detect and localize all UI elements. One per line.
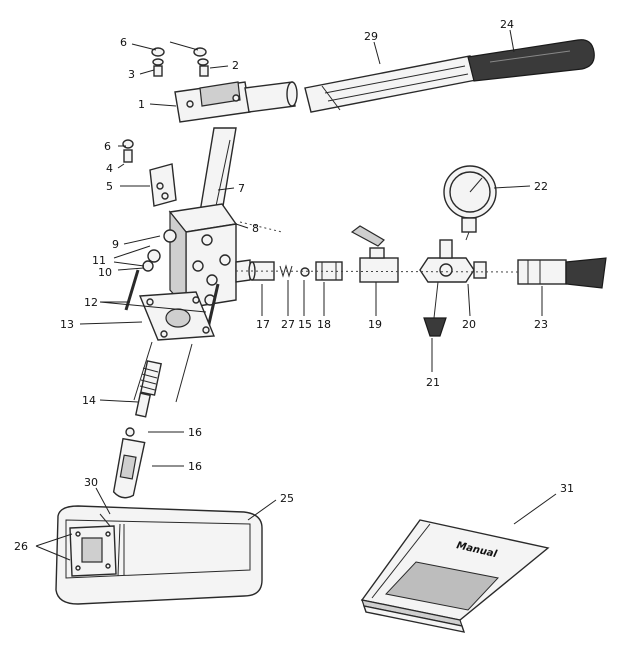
- callout-2: 2: [232, 59, 239, 72]
- piston-rod: [199, 127, 237, 213]
- lever-bracket: [174, 81, 298, 123]
- side-link: [122, 139, 177, 207]
- callout-4: 4: [106, 162, 113, 175]
- connector-18: [315, 261, 343, 281]
- flange-plate: [138, 291, 216, 341]
- callout-15-lower: 16: [188, 426, 202, 439]
- callout-7: 7: [238, 182, 245, 195]
- callout-8: 8: [252, 222, 259, 235]
- callout-26: 26: [14, 540, 28, 553]
- long-screws: [124, 269, 220, 329]
- spring-plunger: [134, 360, 163, 418]
- explosion-axis: [235, 270, 521, 273]
- valve-19: [350, 225, 399, 283]
- callout-14: 14: [82, 394, 96, 407]
- callout-21: 21: [426, 376, 440, 389]
- callout-11: 11: [92, 254, 106, 267]
- callout-6-top: 6: [120, 36, 127, 49]
- body-screws: [142, 229, 218, 306]
- callout-31: 31: [560, 482, 574, 495]
- callout-18: 18: [317, 318, 331, 331]
- callout-6-side: 6: [104, 140, 111, 153]
- tank-mount-bracket: [69, 513, 117, 577]
- callout-16: 16: [188, 460, 202, 473]
- callout-15: 15: [298, 318, 312, 331]
- callout-9: 9: [112, 238, 119, 251]
- callout-12: 12: [84, 296, 98, 309]
- callout-25: 25: [280, 492, 294, 505]
- handle-tube: [304, 55, 477, 113]
- callout-22: 22: [534, 180, 548, 193]
- callout-29: 29: [364, 30, 378, 43]
- leader-lines: [35, 29, 557, 561]
- callout-30: 30: [84, 476, 98, 489]
- cylinder-tube: [133, 341, 193, 403]
- drain-cap-21: [423, 281, 447, 337]
- screw-top-left: [151, 47, 165, 77]
- screw-top-right: [193, 47, 209, 77]
- callout-20: 20: [462, 318, 476, 331]
- callout-24: 24: [500, 18, 514, 31]
- callout-17: 17: [256, 318, 270, 331]
- callout-1: 1: [138, 98, 145, 111]
- callout-23: 23: [534, 318, 548, 331]
- manual-booklet: [360, 519, 550, 633]
- spring-27: [279, 264, 293, 278]
- ball-15: [300, 267, 310, 277]
- explosion-axis-2: [239, 221, 283, 233]
- callout-19: 19: [368, 318, 382, 331]
- callout-5: 5: [106, 180, 113, 193]
- callout-13: 13: [60, 318, 74, 331]
- hose-fitting-23: [517, 257, 607, 289]
- callout-27: 27: [281, 318, 295, 331]
- handle-grip: [467, 39, 595, 82]
- callout-3: 3: [128, 68, 135, 81]
- suction-filter: [112, 427, 146, 499]
- pressure-gauge-22: [443, 165, 497, 241]
- tee-20: [419, 239, 487, 283]
- callout-10: 10: [98, 266, 112, 279]
